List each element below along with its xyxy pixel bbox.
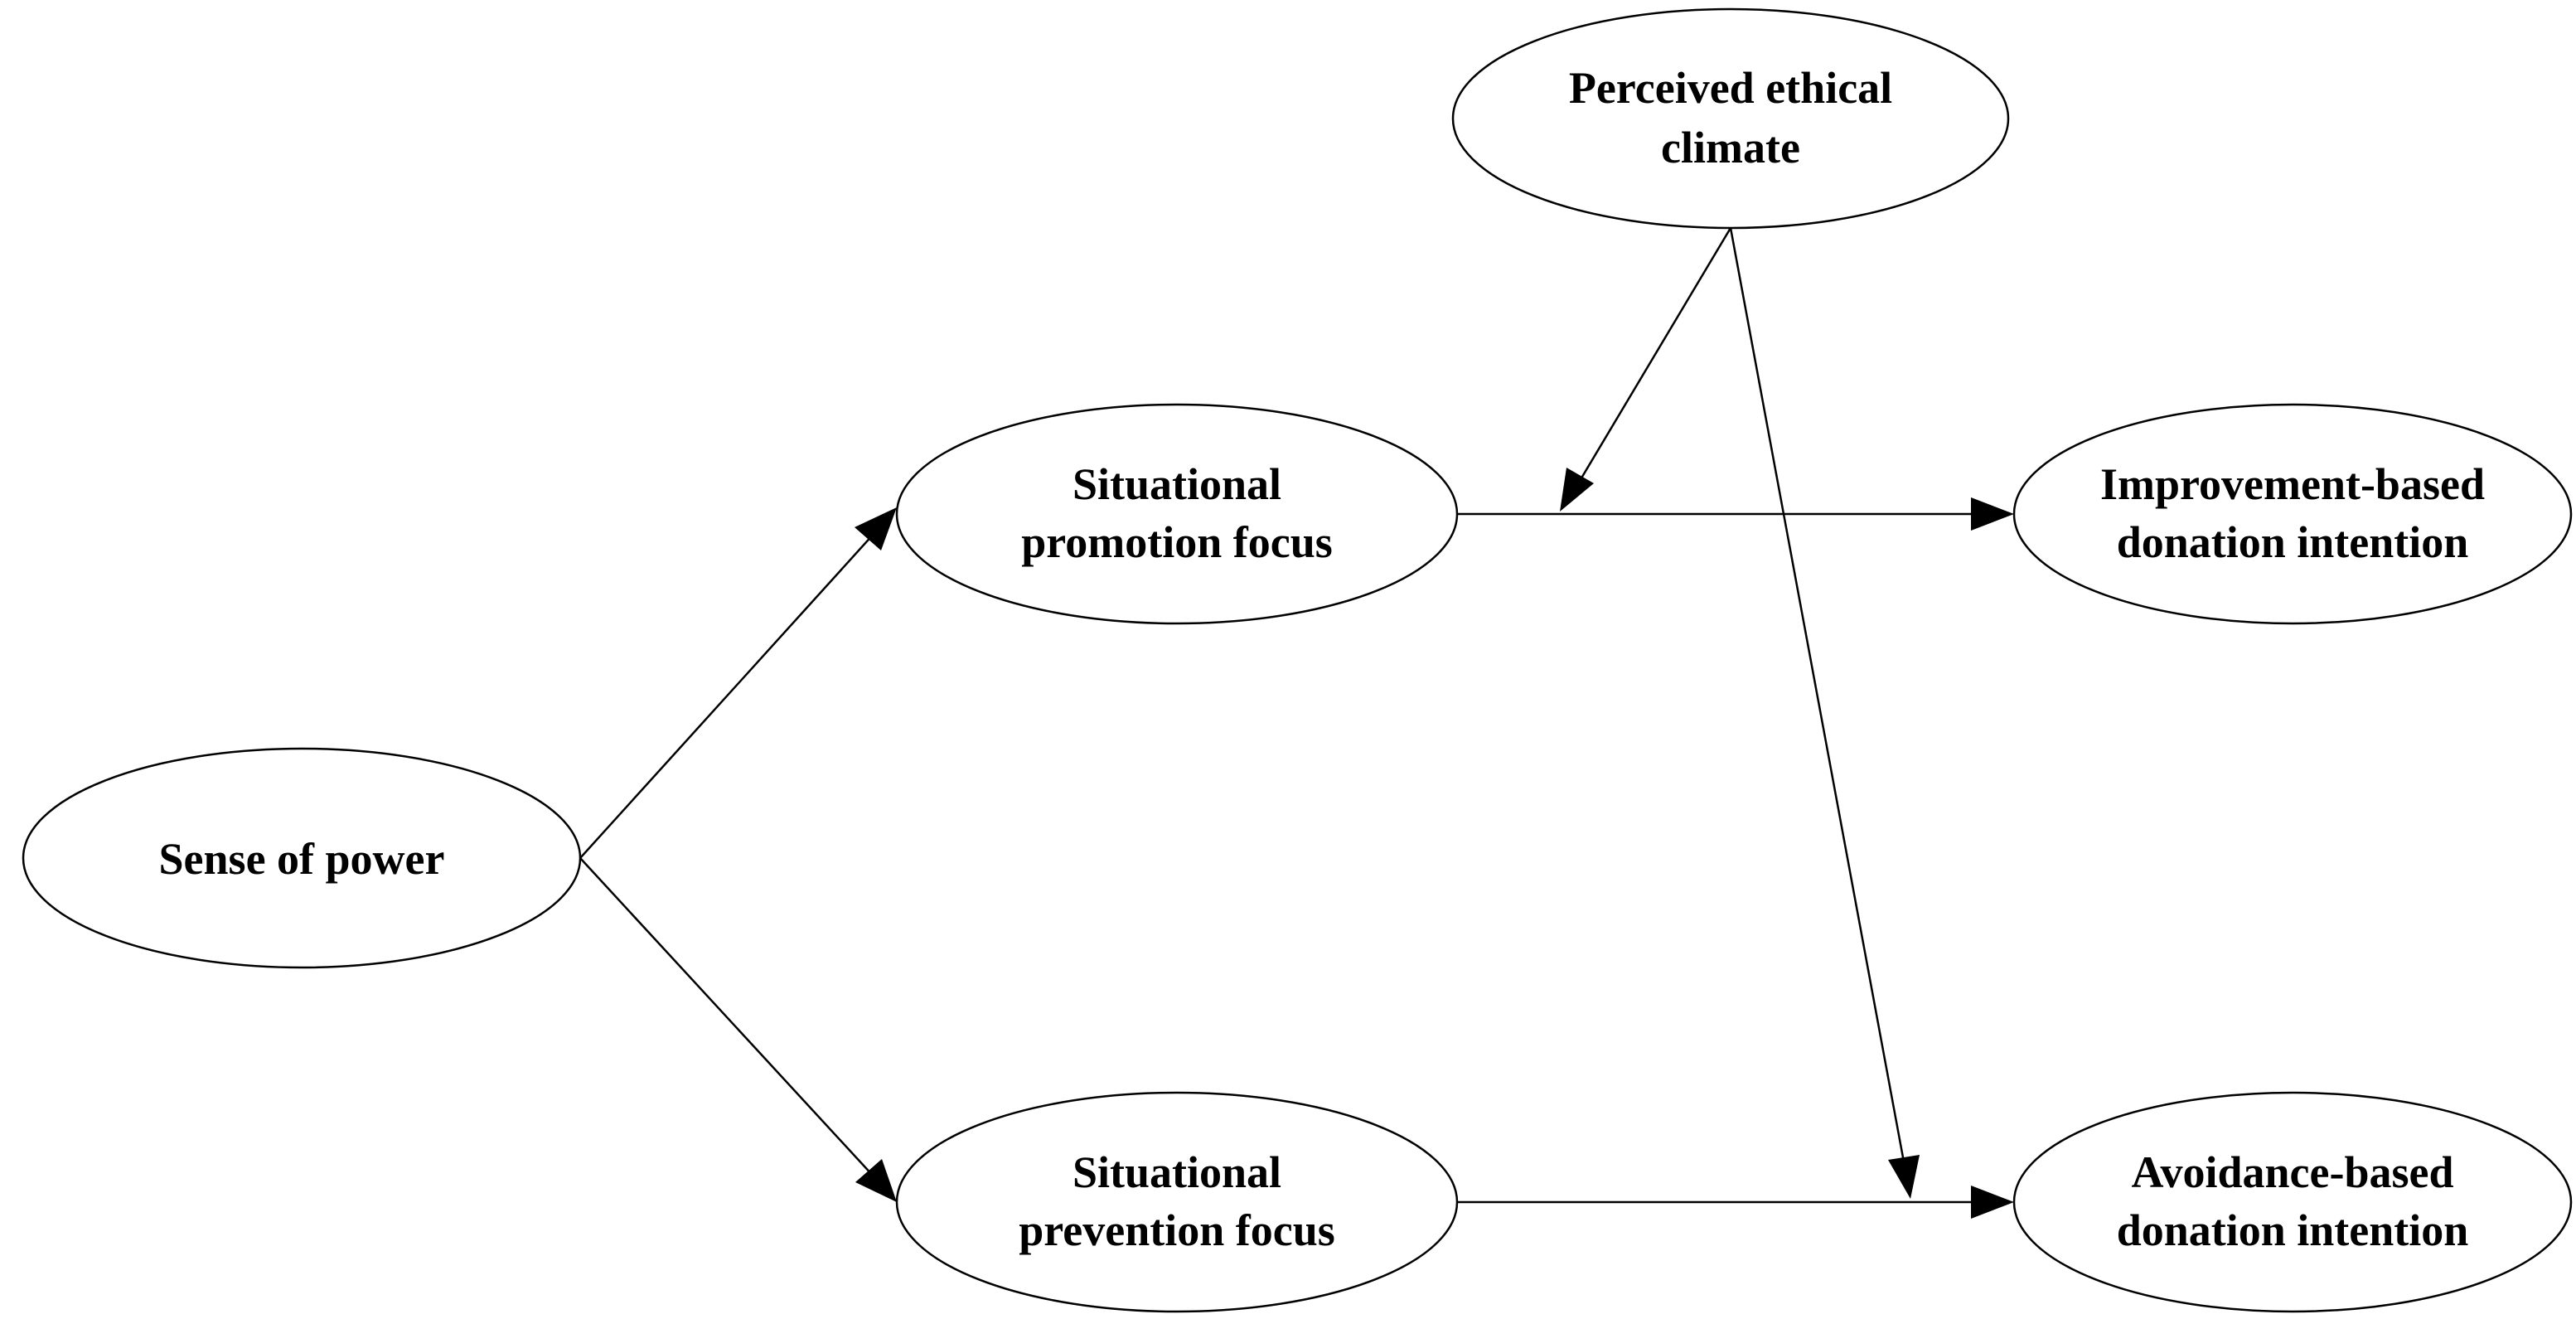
node-label-line1: Situational	[1073, 459, 1281, 509]
node-avoidance-based-donation-intention: Avoidance-based donation intention	[2012, 1091, 2573, 1313]
arrowhead-promotion-focus	[855, 507, 897, 550]
edges	[579, 227, 2014, 1219]
edge-climate-moderates-promotion-path	[1576, 227, 1732, 486]
node-label-line2: prevention focus	[1019, 1205, 1335, 1255]
arrowhead-prevention-focus	[855, 1159, 897, 1202]
node-label-line1: Perceived ethical	[1569, 63, 1892, 113]
arrowhead-avoidance-intention	[1971, 1186, 2014, 1219]
node-improvement-based-donation-intention: Improvement-based donation intention	[2012, 403, 2573, 625]
node-shape	[2012, 1091, 2573, 1313]
node-label-line1: Avoidance-based	[2131, 1147, 2453, 1197]
node-sense-of-power: Sense of power	[22, 747, 582, 969]
node-shape	[2012, 403, 2573, 625]
edge-climate-moderates-prevention-path	[1729, 227, 1906, 1167]
node-perceived-ethical-climate: Perceived ethical climate	[1451, 7, 2010, 230]
node-shape	[1451, 7, 2010, 230]
node-label-line2: donation intention	[2117, 1205, 2469, 1255]
node-label-line1: Sense of power	[159, 834, 445, 884]
arrowhead-moderation-prevention-path	[1888, 1155, 1920, 1199]
node-label-line1: Improvement-based	[2100, 459, 2485, 509]
node-shape	[22, 747, 582, 969]
node-situational-promotion-focus: Situational promotion focus	[895, 403, 1459, 625]
node-label-line2: promotion focus	[1021, 517, 1333, 567]
node-label-line2: donation intention	[2117, 517, 2469, 567]
node-label-line2: climate	[1661, 123, 1800, 172]
arrowhead-improvement-intention	[1971, 497, 2014, 531]
edge-power-to-prevention	[579, 857, 875, 1178]
arrowhead-moderation-promotion-path	[1560, 468, 1594, 512]
node-shape	[895, 403, 1459, 625]
edge-power-to-promotion	[579, 532, 875, 859]
node-situational-prevention-focus: Situational prevention focus	[895, 1091, 1459, 1313]
node-label-line1: Situational	[1073, 1147, 1281, 1197]
node-shape	[895, 1091, 1459, 1313]
